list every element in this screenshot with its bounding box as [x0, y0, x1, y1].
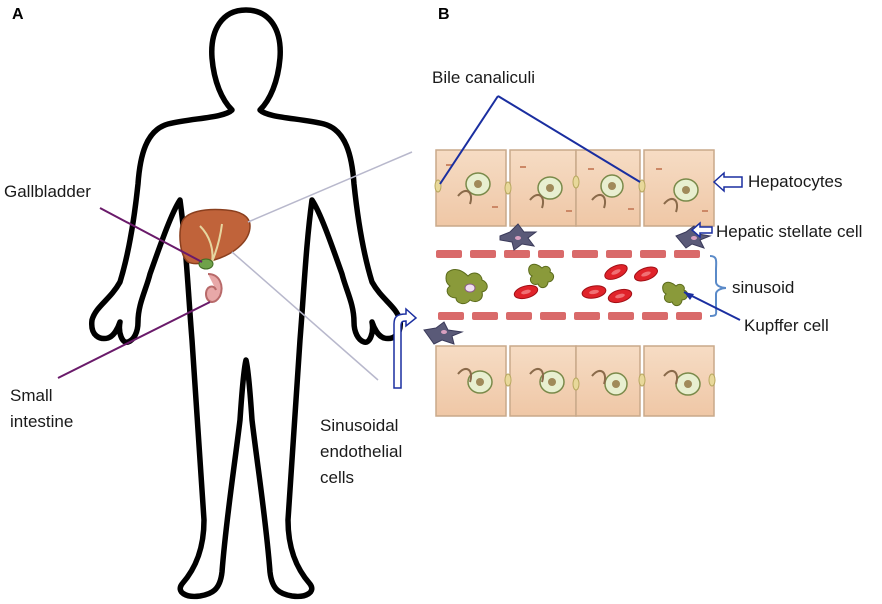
liver-icon	[179, 208, 251, 265]
sinusoidal-label-line1: Sinusoidal	[320, 416, 399, 435]
small-intestine-label-line1: Small	[10, 386, 53, 405]
zoom-line-lower	[231, 251, 379, 381]
stellate-arrow	[690, 221, 713, 239]
zoom-line-upper	[247, 151, 413, 223]
hepatocytes-label: Hepatocytes	[748, 172, 843, 191]
gallbladder-icon	[198, 258, 214, 270]
bile-canaliculi-pointer-1	[439, 95, 499, 185]
endothelial-arrow	[393, 307, 418, 389]
sinusoidal-label-line2: endothelial	[320, 442, 403, 461]
small-intestine-icon	[204, 273, 223, 303]
sinusoid-label: sinusoid	[732, 278, 795, 297]
hepatocytes-arrow	[712, 171, 743, 193]
hepatocyte-row-bottom	[435, 345, 716, 417]
bile-canaliculi-label: Bile canaliculi	[432, 68, 535, 87]
gallbladder-pointer	[99, 207, 203, 263]
hepatic-stellate-cell-label: Hepatic stellate cell	[716, 222, 863, 241]
sinusoid-bracket	[709, 255, 727, 317]
human-body-outline	[89, 7, 403, 600]
kupffer-pointer	[683, 291, 741, 321]
endothelial-lining-top	[436, 250, 700, 258]
gallbladder-label: Gallbladder	[4, 182, 91, 201]
panel-label-a: A	[12, 6, 24, 23]
panel-label-b: B	[438, 6, 450, 23]
small-intestine-pointer	[57, 301, 211, 379]
kupffer-cell-label: Kupffer cell	[744, 316, 829, 335]
endothelial-lining-bottom	[438, 312, 702, 320]
sinusoidal-label-line3: cells	[320, 468, 355, 487]
hepatocyte-row-top	[434, 149, 715, 227]
small-intestine-label-line2: intestine	[10, 412, 74, 431]
bile-canaliculi-pointer-2	[497, 95, 641, 183]
